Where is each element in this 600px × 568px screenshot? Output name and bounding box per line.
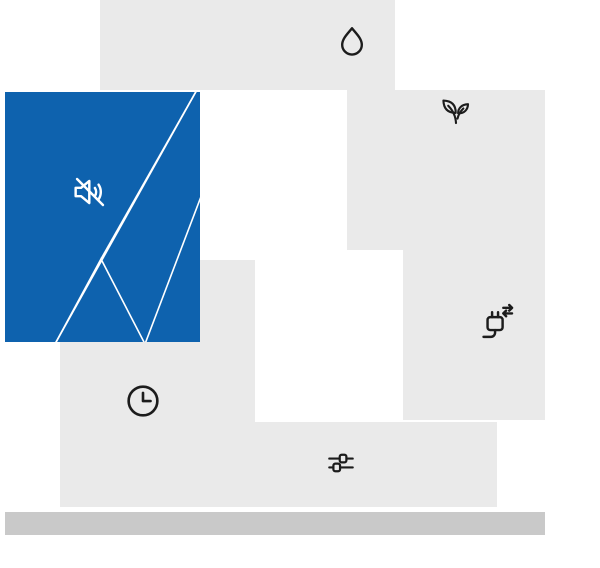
water-drop-icon [333, 23, 371, 61]
plug-sync-icon [476, 301, 518, 343]
sliders-icon [322, 444, 360, 482]
bottom-bar [5, 512, 545, 535]
clock-icon [122, 380, 164, 422]
speaker-mute-icon [69, 171, 111, 213]
tile-mute[interactable] [5, 92, 200, 342]
tile-power[interactable] [403, 250, 545, 420]
ribbon-decoration [55, 92, 200, 342]
tile-eco[interactable] [347, 90, 545, 250]
tile-water-drop[interactable] [100, 0, 395, 90]
tile-settings[interactable] [200, 422, 497, 507]
leaf-icon [438, 94, 474, 130]
